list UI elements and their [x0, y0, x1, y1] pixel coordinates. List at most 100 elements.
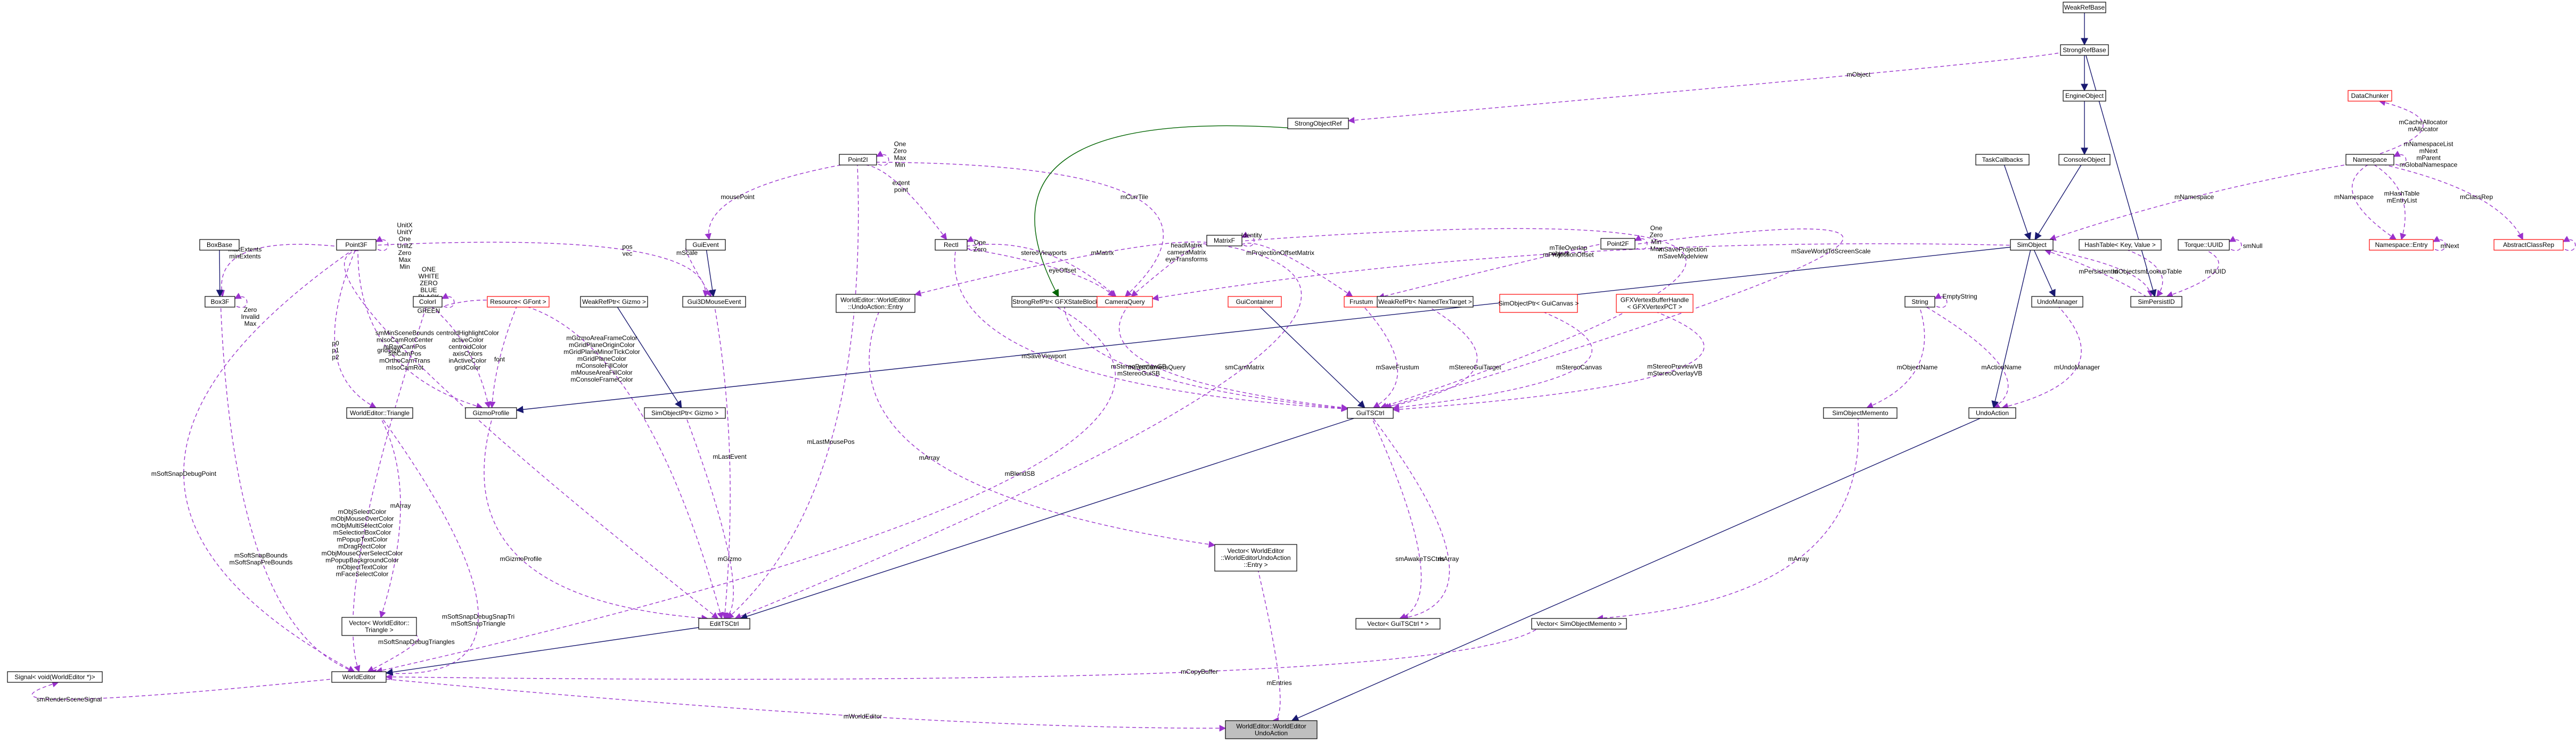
- class-node-datachunker[interactable]: DataChunker: [2348, 90, 2392, 102]
- edge-label: mGizmoAreaFrameColor: [566, 334, 637, 342]
- edge-label: p2: [332, 353, 339, 361]
- edge-label: mUndoManager: [2054, 364, 2100, 371]
- class-node-hashtable[interactable]: HashTable< Key, Value >: [2079, 239, 2162, 251]
- class-node-nsentry[interactable]: Namespace::Entry: [2369, 239, 2434, 251]
- edge-label: extent: [893, 179, 910, 187]
- edge-label: mRawCamPos: [383, 343, 426, 351]
- class-node-label: GuiEvent: [692, 241, 719, 249]
- class-node-box: [2058, 154, 2111, 166]
- class-node-label: EngineObject: [2065, 92, 2104, 100]
- class-node-box: [336, 239, 377, 251]
- usage-edge: [218, 244, 337, 298]
- edge-label: mGizmo: [718, 555, 742, 563]
- class-node-box: [2010, 239, 2054, 251]
- class-node-cameraquery[interactable]: CameraQuery: [1097, 296, 1153, 308]
- class-node-vec-guitsctrl[interactable]: Vector< GuiTSCtrl * >: [1355, 618, 1441, 630]
- class-node-undomanager[interactable]: UndoManager: [2031, 296, 2083, 308]
- class-node-gizmoprofile[interactable]: GizmoProfile: [465, 407, 517, 419]
- class-node-simpersistid[interactable]: SimPersistID: [2130, 296, 2182, 308]
- edge-label: smAwakeTSCtrls: [1395, 555, 1444, 563]
- class-node-simobjptr-canvas[interactable]: SimObjectPtr< GuiCanvas >: [1499, 294, 1579, 313]
- edge-label: mPopupTextColor: [337, 536, 387, 543]
- class-node-weakref-named[interactable]: WeakRefPtr< NamedTexTarget >: [1377, 296, 1474, 308]
- class-node-strongrefbase[interactable]: StrongRefBase: [2060, 44, 2109, 56]
- class-node-torque-uuid[interactable]: Torque::UUID: [2178, 239, 2230, 251]
- class-node-resource[interactable]: Resource< GFont >: [487, 296, 550, 308]
- class-node-gui3dmouseevent[interactable]: Gui3DMouseEvent: [682, 296, 746, 308]
- class-node-matrixf[interactable]: MatrixF: [1206, 235, 1242, 246]
- class-node-acr[interactable]: AbstractClassRep: [2493, 239, 2564, 251]
- class-node-box: [1600, 238, 1635, 250]
- class-node-rectI[interactable]: RectI: [935, 239, 968, 251]
- class-node-box: [199, 239, 240, 251]
- class-node-label: WorldEditor::WorldEditor: [840, 296, 911, 304]
- class-node-edittsctrl[interactable]: EditTSCtrl: [698, 618, 750, 630]
- class-node-guitsctrl[interactable]: GuiTSCtrl: [1347, 407, 1394, 419]
- usage-edge: [866, 164, 947, 241]
- class-node-box: [2493, 239, 2564, 251]
- class-node-simobjptr-gizmo[interactable]: SimObjectPtr< Gizmo >: [644, 407, 726, 419]
- class-node-point2i[interactable]: Point2I: [839, 154, 877, 166]
- edge-label: BLUE: [420, 286, 437, 294]
- class-node-guicontainer[interactable]: GuiContainer: [1228, 296, 1282, 308]
- class-node-label: HashTable< Key, Value >: [2084, 241, 2156, 249]
- class-node-label: UndoAction: [1976, 409, 2009, 417]
- edge-label: mNamespace: [2334, 193, 2374, 201]
- class-node-box3f[interactable]: Box3F: [205, 296, 235, 308]
- class-node-guievent[interactable]: GuiEvent: [685, 239, 726, 251]
- edge-label: inActiveColor: [449, 357, 487, 365]
- edge-label: Zero: [244, 306, 257, 313]
- class-node-label: Vector< GuiTSCtrl * >: [1367, 620, 1428, 628]
- usage-edge: [1372, 418, 1450, 621]
- class-node-frustum[interactable]: Frustum: [1344, 296, 1379, 308]
- usage-edge: [2228, 236, 2242, 251]
- class-node-worldeditor[interactable]: WorldEditor: [331, 671, 387, 683]
- class-node-strongref-gfx[interactable]: StrongRefPtr< GFXStateBlock >: [1011, 296, 1105, 308]
- class-node-box: [2345, 154, 2394, 166]
- class-node-label: Namespace: [2353, 156, 2387, 163]
- class-node-vec-undoentry[interactable]: Vector< WorldEditor::WorldEditorUndoActi…: [1214, 544, 1297, 572]
- class-node-label: Gui3DMouseEvent: [688, 298, 741, 306]
- class-node-string[interactable]: String: [1904, 296, 1935, 308]
- class-node-signal[interactable]: Signal< void(WorldEditor *)>: [7, 671, 103, 683]
- class-node-undoentry[interactable]: WorldEditor::WorldEditor::UndoAction::En…: [836, 294, 915, 313]
- edge-label: mGlobalNamespace: [2400, 161, 2458, 169]
- class-node-engineobject[interactable]: EngineObject: [2063, 90, 2106, 102]
- class-node-simobjectmementos[interactable]: SimObjectMemento: [1823, 407, 1898, 419]
- class-node-label: String: [1911, 298, 1928, 306]
- class-node-weundoaction[interactable]: WorldEditor::WorldEditorUndoAction: [1225, 720, 1318, 739]
- edge-label: headMatrix: [1171, 242, 1202, 249]
- class-node-label: ::WorldEditorUndoAction: [1221, 554, 1290, 562]
- usage-edge: [705, 164, 841, 241]
- class-node-boxbase[interactable]: BoxBase: [199, 239, 240, 251]
- class-node-box: [205, 296, 235, 308]
- class-node-consoleobject[interactable]: ConsoleObject: [2058, 154, 2111, 166]
- class-node-wetriangle[interactable]: WorldEditor::Triangle: [346, 407, 413, 419]
- edge-label: mObjMultiSelectColor: [331, 522, 393, 530]
- usage-edge: [1926, 307, 2009, 408]
- class-node-vec-memento[interactable]: Vector< SimObjectMemento >: [1531, 618, 1627, 630]
- edge-label: mStereoCanvas: [1556, 364, 1602, 371]
- class-node-box: [2063, 90, 2106, 102]
- class-node-undoaction[interactable]: UndoAction: [1968, 407, 2016, 419]
- class-node-vec-triangle[interactable]: Vector< WorldEditor::Triangle >: [341, 617, 417, 636]
- class-node-box: [836, 294, 915, 313]
- edge-label: One: [1650, 225, 1663, 232]
- class-node-namespace[interactable]: Namespace: [2345, 154, 2394, 166]
- usage-edge: [2128, 250, 2163, 298]
- edge-label: eyeTransforms: [1165, 255, 1208, 263]
- edge-label: mousePoint: [721, 193, 755, 201]
- edge-label: Zero: [1650, 232, 1663, 239]
- class-node-simobject[interactable]: SimObject: [2010, 239, 2054, 251]
- class-node-weakref-gizmo[interactable]: WeakRefPtr< Gizmo >: [580, 296, 648, 308]
- class-node-box: [7, 671, 103, 683]
- class-node-strongobjectref[interactable]: StrongObjectRef: [1287, 118, 1349, 129]
- usage-edge: [1392, 312, 1705, 413]
- class-node-weakrefbase[interactable]: WeakRefBase: [2063, 2, 2106, 13]
- class-node-point2f[interactable]: Point2F: [1600, 238, 1635, 250]
- class-node-point3f[interactable]: Point3F: [336, 239, 377, 251]
- class-node-colorf[interactable]: ColorI: [413, 296, 443, 308]
- class-node-taskcallbacks[interactable]: TaskCallbacks: [1975, 154, 2030, 166]
- class-node-label: Vector< WorldEditor::: [349, 620, 410, 627]
- class-node-gfxvb[interactable]: GFXVertexBufferHandle< GFXVertexPCT >: [1616, 294, 1694, 313]
